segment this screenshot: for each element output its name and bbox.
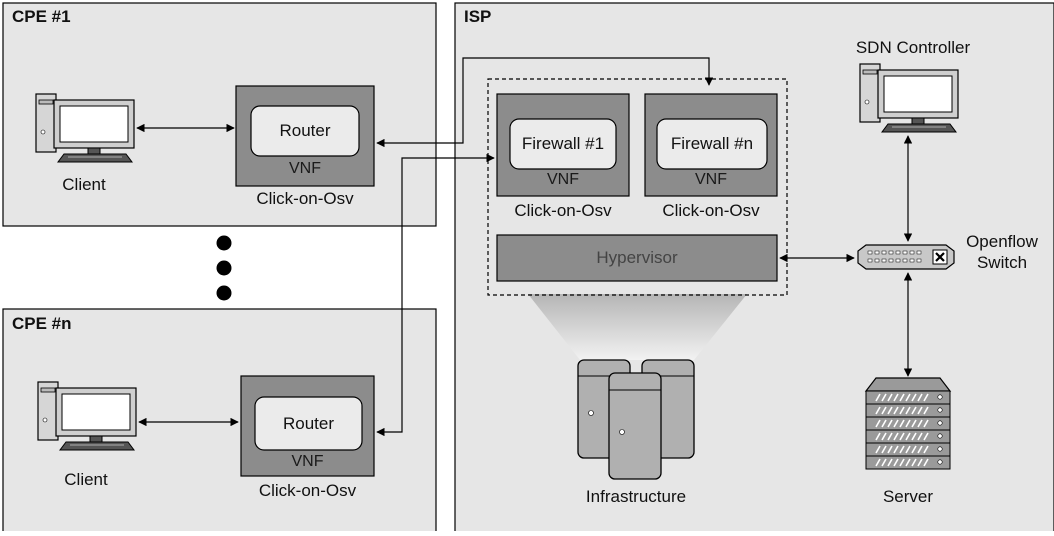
openflow-switch-icon <box>857 244 955 270</box>
cpen-router-label: Router <box>282 414 335 433</box>
cpe1-router-to-firewall-link <box>376 57 714 148</box>
firewalln-vnf-label: VNF <box>695 171 727 188</box>
client-computer-icon <box>37 381 137 451</box>
cpen-title: CPE #n <box>12 314 72 333</box>
cpe1-client-label: Client <box>62 175 106 194</box>
server-label: Server <box>882 487 934 506</box>
firewalln-label: Firewall #n <box>670 134 754 153</box>
sdn-controller-label: SDN Controller <box>855 38 971 57</box>
firewall1-vnf-label: VNF <box>547 171 579 188</box>
infrastructure-label: Infrastructure <box>585 487 687 506</box>
hypervisor-label: Hypervisor <box>596 248 678 267</box>
cpen-click-label: Click-on-Osv <box>258 481 357 500</box>
isp-title: ISP <box>464 7 492 26</box>
server-rack-icon <box>864 377 952 470</box>
infrastructure-servers-icon <box>577 359 695 480</box>
client-computer-icon <box>35 93 135 163</box>
cpen-vnf-label: VNF <box>291 453 324 470</box>
switch-label-line1: Openflow <box>966 232 1038 251</box>
ellipsis-dots <box>216 235 232 301</box>
infrastructure-beam <box>528 294 747 360</box>
cpe1-router-box[interactable] <box>250 105 360 157</box>
cpen-router-to-firewall-link <box>376 153 495 437</box>
hypervisor-box <box>496 234 778 282</box>
cpe1-click-label: Click-on-Osv <box>256 189 354 208</box>
sdn-controller-computer-icon <box>859 63 959 133</box>
firewall1-label: Firewall #1 <box>521 134 605 153</box>
cpe1-router-label: Router <box>279 121 331 140</box>
cpe1-title: CPE #1 <box>12 7 71 26</box>
cpe1-vnf-label: VNF <box>289 160 321 177</box>
cpen-router-box[interactable] <box>254 396 363 451</box>
switch-label-line2: Switch <box>976 253 1028 272</box>
firewall1-click-label: Click-on-Osv <box>514 201 612 220</box>
firewalln-click-label: Click-on-Osv <box>662 201 760 220</box>
cpen-client-label: Client <box>64 470 108 489</box>
